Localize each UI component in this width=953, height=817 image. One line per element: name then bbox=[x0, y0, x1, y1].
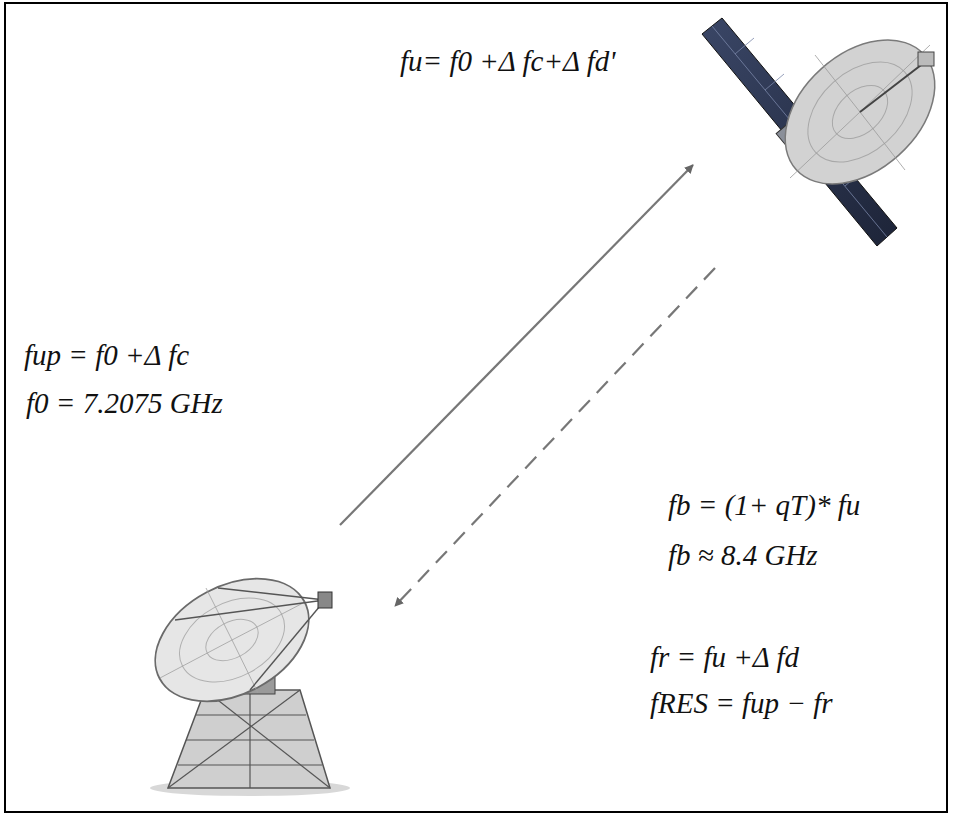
formula-label: f0 = 7.2075 GHz bbox=[26, 386, 223, 421]
satellite-picture bbox=[702, 11, 953, 246]
formula-label: fRES = fup − fr bbox=[650, 686, 833, 721]
formula-label: fb = (1+ qT)* fu bbox=[668, 488, 860, 523]
ground-antenna-picture bbox=[134, 554, 350, 796]
formula-label: fb ≈ 8.4 GHz bbox=[668, 538, 818, 573]
formula-label: fr = fu +Δ fd bbox=[650, 640, 799, 675]
uplink-arrow bbox=[340, 165, 693, 525]
formula-label: fup = f0 +Δ fc bbox=[24, 338, 189, 373]
downlink-arrow bbox=[395, 268, 715, 606]
formula-label: fu= f0 +Δ fc+Δ fd' bbox=[400, 44, 616, 79]
